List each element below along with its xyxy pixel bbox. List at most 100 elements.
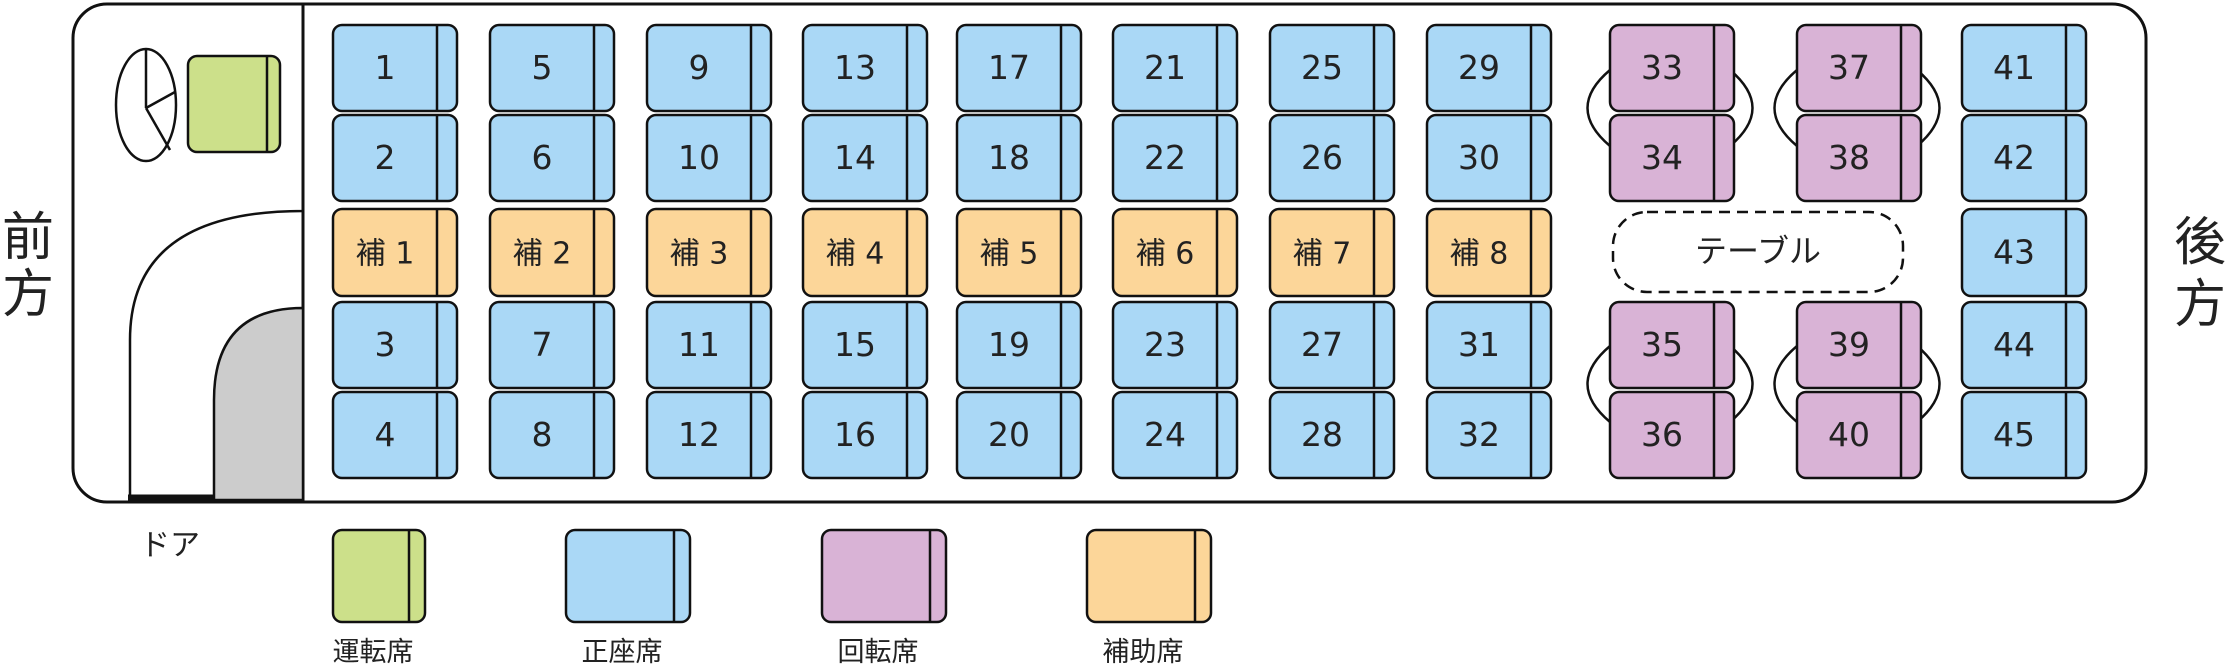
legend-label: 補助席 [1103, 637, 1184, 668]
regular-seat: 31 [1425, 300, 1553, 390]
seat-label: 45 [1993, 415, 2035, 454]
regular-seat: 2 [331, 113, 459, 203]
regular-seat: 5 [488, 23, 616, 113]
seat-label: 5 [532, 48, 553, 87]
seat-label: 補 7 [1293, 237, 1352, 272]
regular-seat: 29 [1425, 23, 1553, 113]
seat-label: 38 [1828, 138, 1870, 177]
legend-label: 回転席 [838, 637, 919, 668]
seat-label: 33 [1641, 48, 1683, 87]
regular-seat: 45 [1960, 390, 2088, 480]
seat-label: 4 [375, 415, 396, 454]
regular-seat: 25 [1268, 23, 1396, 113]
rotating-seat: 36 [1608, 390, 1736, 480]
legend-item-driver: 運転席 [331, 528, 427, 668]
seat-label: 17 [988, 48, 1030, 87]
regular-seat: 22 [1111, 113, 1239, 203]
regular-seat: 9 [645, 23, 773, 113]
regular-seat: 14 [801, 113, 929, 203]
door-label: ドア [140, 528, 200, 563]
seat-label: 補 3 [670, 237, 729, 272]
rotating-seat: 35 [1608, 300, 1736, 390]
seat-label: 32 [1458, 415, 1500, 454]
seat-label: 14 [834, 138, 876, 177]
seat-label: 16 [834, 415, 876, 454]
auxiliary-seat: 補 7 [1268, 207, 1396, 298]
regular-seat: 6 [488, 113, 616, 203]
seat-label: 40 [1828, 415, 1870, 454]
seat-label: 11 [678, 325, 720, 364]
seat-label: 22 [1144, 138, 1186, 177]
regular-seat: 17 [955, 23, 1083, 113]
steering-wheel-icon [114, 47, 178, 163]
regular-seat: 11 [645, 300, 773, 390]
regular-seat: 41 [1960, 23, 2088, 113]
auxiliary-seat: 補 6 [1111, 207, 1239, 298]
seat-label: 25 [1301, 48, 1343, 87]
rotating-seat: 38 [1795, 113, 1923, 203]
table [1611, 210, 1905, 294]
seat-label: 補 6 [1136, 237, 1195, 272]
legend-label: 正座席 [582, 637, 663, 668]
regular-seat: 19 [955, 300, 1083, 390]
seat-label: 1 [375, 48, 396, 87]
rotating-seat: 39 [1795, 300, 1923, 390]
seat-label: 24 [1144, 415, 1186, 454]
regular-seat: 20 [955, 390, 1083, 480]
auxiliary-seat: 補 2 [488, 207, 616, 298]
regular-seat: 24 [1111, 390, 1239, 480]
seat-label: 36 [1641, 415, 1683, 454]
seat-label: 10 [678, 138, 720, 177]
seat-label: 20 [988, 415, 1030, 454]
seat-label: 6 [532, 138, 553, 177]
auxiliary-seat: 補 5 [955, 207, 1083, 298]
rear-label-2: 方 [2174, 275, 2226, 335]
rear-label-1: 後 [2174, 213, 2226, 273]
seat-label: 補 2 [513, 237, 572, 272]
regular-seat: 43 [1960, 207, 2088, 298]
rotating-seat: 33 [1608, 23, 1736, 113]
regular-seat: 12 [645, 390, 773, 480]
regular-seat: 16 [801, 390, 929, 480]
rotating-seat: 34 [1608, 113, 1736, 203]
regular-seat: 8 [488, 390, 616, 480]
seat-label: 補 4 [826, 237, 885, 272]
seat-label: 29 [1458, 48, 1500, 87]
legend-swatch [331, 528, 427, 624]
seat-label: 23 [1144, 325, 1186, 364]
legend-item-regular: 正座席 [564, 528, 692, 668]
seat-label: 28 [1301, 415, 1343, 454]
regular-seat: 44 [1960, 300, 2088, 390]
seat-label: 30 [1458, 138, 1500, 177]
regular-seat: 10 [645, 113, 773, 203]
seat-label: 補 5 [980, 237, 1039, 272]
seat-label: 35 [1641, 325, 1683, 364]
seat-label: 37 [1828, 48, 1870, 87]
seat-label: 13 [834, 48, 876, 87]
seat-label: 19 [988, 325, 1030, 364]
seat-label: 12 [678, 415, 720, 454]
regular-seat: 42 [1960, 113, 2088, 203]
regular-seat: 4 [331, 390, 459, 480]
front-label-1: 前 [2, 208, 54, 268]
front-label-2: 方 [2, 265, 54, 325]
seat-label: 41 [1993, 48, 2035, 87]
seat-label: 18 [988, 138, 1030, 177]
regular-seat: 28 [1268, 390, 1396, 480]
regular-seat: 3 [331, 300, 459, 390]
driver-seat [186, 54, 282, 154]
legend-item-rotating: 回転席 [820, 528, 948, 668]
legend-swatch [820, 528, 948, 624]
regular-seat: 13 [801, 23, 929, 113]
door-area [212, 306, 305, 502]
regular-seat: 1 [331, 23, 459, 113]
regular-seat: 30 [1425, 113, 1553, 203]
regular-seat: 32 [1425, 390, 1553, 480]
regular-seat: 21 [1111, 23, 1239, 113]
regular-seat: 15 [801, 300, 929, 390]
rotating-seat: 40 [1795, 390, 1923, 480]
legend-swatch [564, 528, 692, 624]
seat-label: 31 [1458, 325, 1500, 364]
seat-label: 43 [1993, 233, 2035, 272]
